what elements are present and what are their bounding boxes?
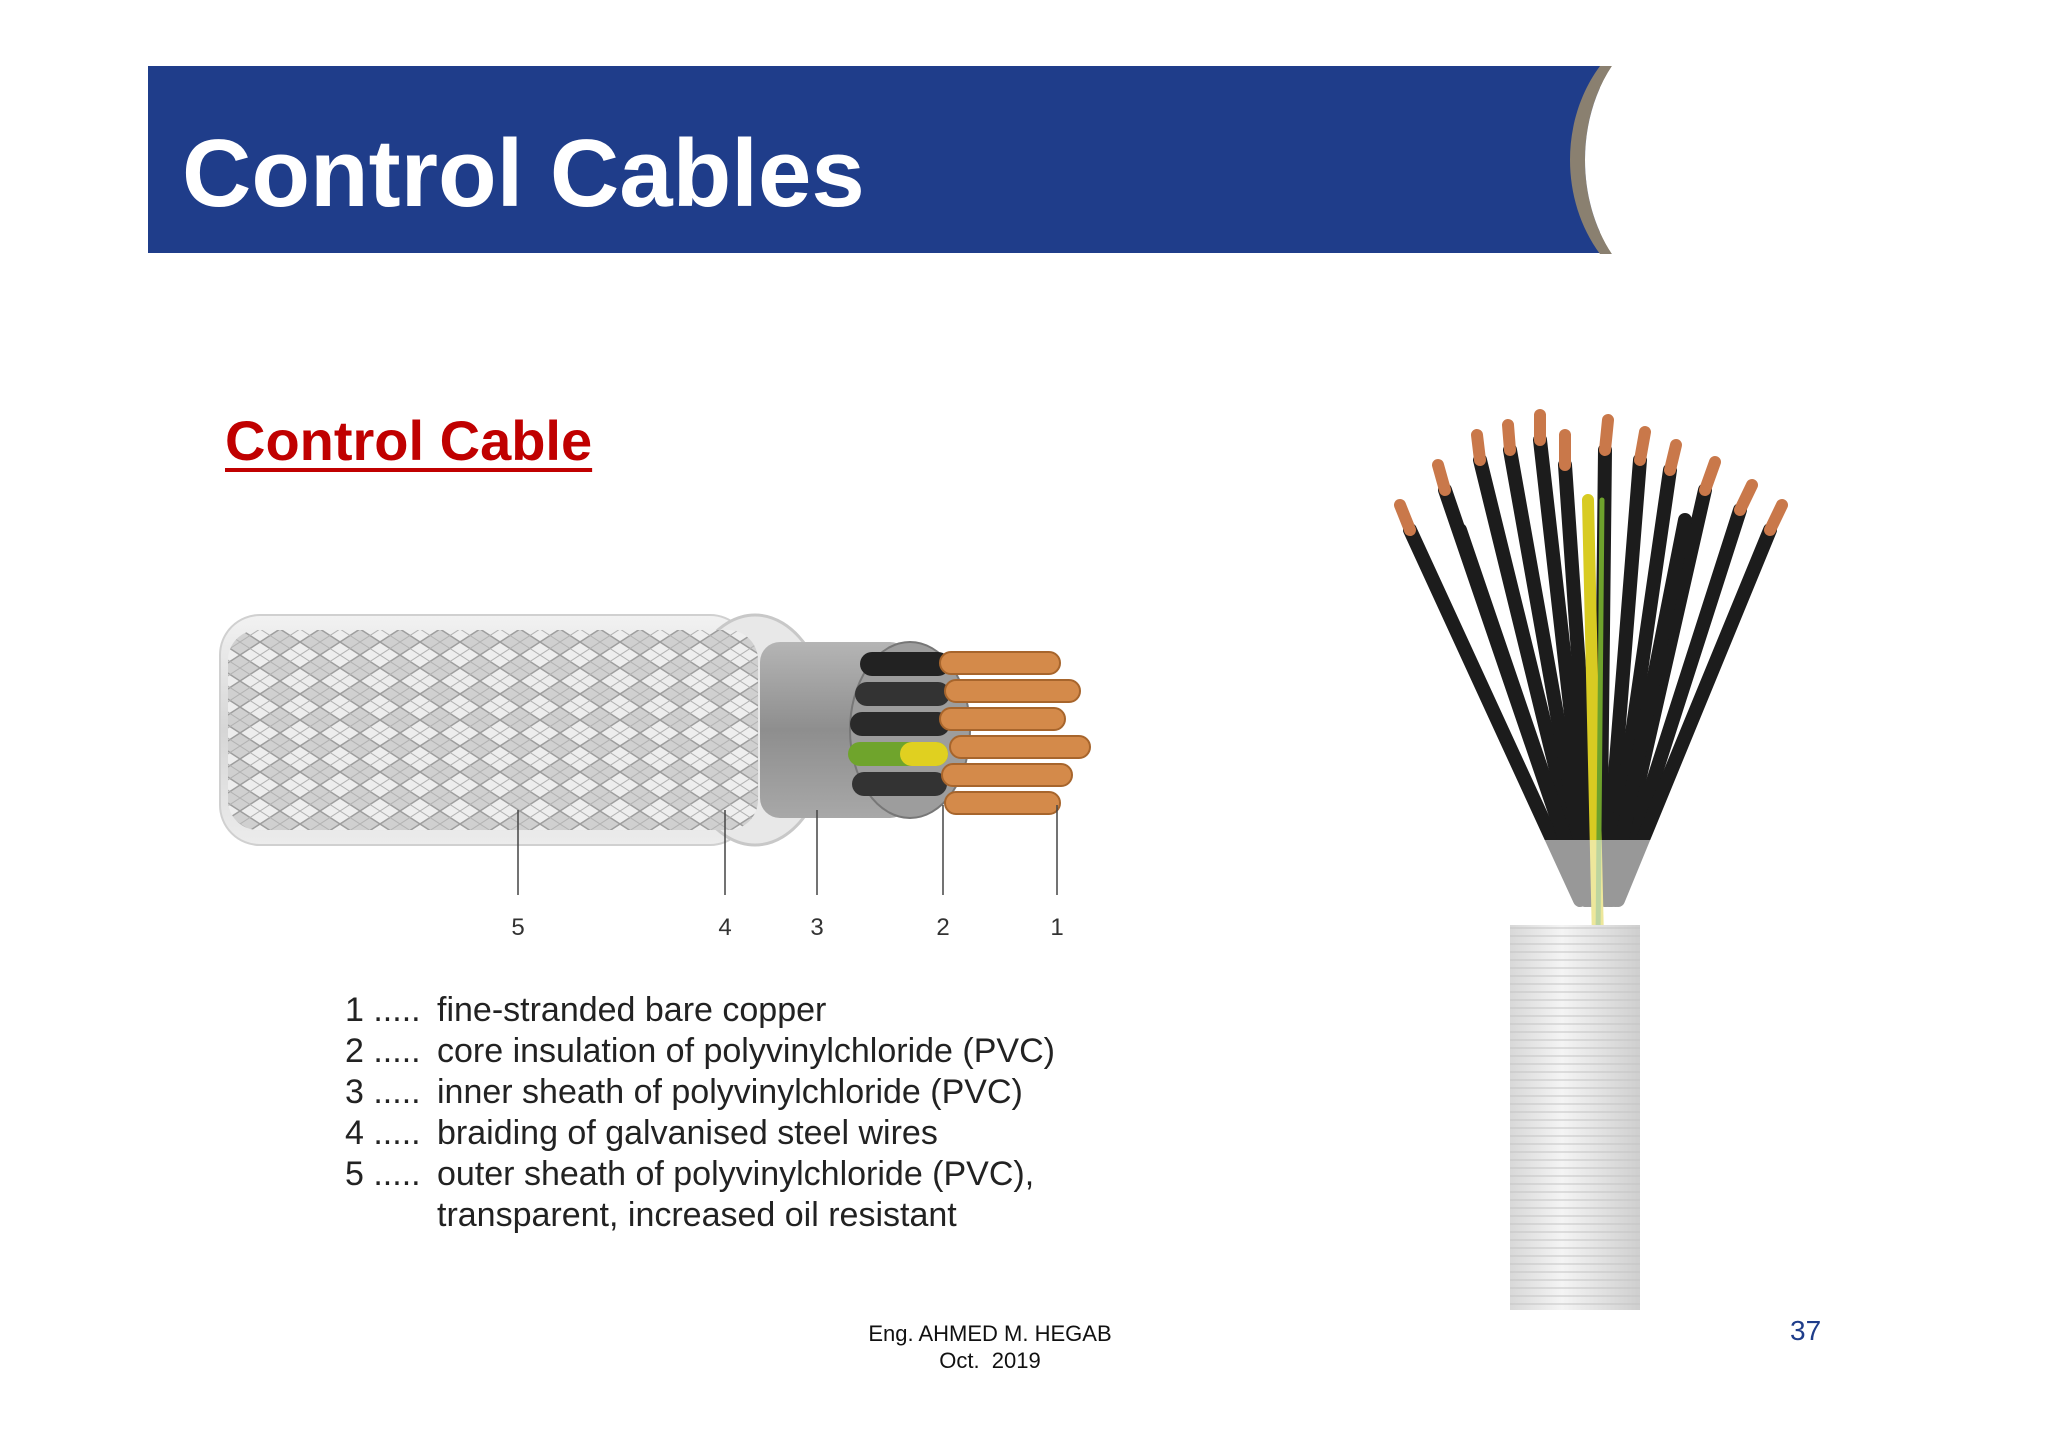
section-subtitle: Control Cable bbox=[225, 409, 593, 472]
legend-item: 2 ..... core insulation of polyvinylchlo… bbox=[345, 1031, 1145, 1072]
control-cable-photo bbox=[1394, 409, 1788, 1310]
title-swoosh-decoration bbox=[1570, 66, 1670, 254]
footer-date: Oct. 2019 bbox=[939, 1348, 1041, 1373]
legend-number: 2 ..... bbox=[345, 1032, 421, 1070]
slide-title: Control Cables bbox=[182, 120, 865, 227]
wire-bundle bbox=[1394, 409, 1788, 946]
legend-number: 1 ..... bbox=[345, 991, 421, 1029]
legend: 1 ..... fine-stranded bare copper 2 ....… bbox=[345, 990, 1145, 1236]
cable-cross-section-illustration: 5 4 3 2 1 bbox=[219, 613, 1091, 941]
legend-text: core insulation of polyvinylchloride (PV… bbox=[437, 1032, 1055, 1070]
copper-strands bbox=[939, 651, 1091, 815]
diagram-label-4: 4 bbox=[718, 914, 731, 941]
legend-text: outer sheath of polyvinylchloride (PVC), bbox=[437, 1155, 1035, 1193]
legend-number: 3 ..... bbox=[345, 1073, 421, 1111]
page-number: 37 bbox=[1790, 1315, 1822, 1346]
footer: Eng. AHMED M. HEGAB Oct. 2019 bbox=[790, 1320, 1190, 1374]
legend-number: 5 ..... bbox=[345, 1155, 421, 1193]
legend-item: 4 ..... braiding of galvanised steel wir… bbox=[345, 1113, 1145, 1154]
footer-author: Eng. AHMED M. HEGAB bbox=[868, 1321, 1112, 1346]
legend-item: 5 ..... outer sheath of polyvinylchlorid… bbox=[345, 1154, 1145, 1195]
legend-text: fine-stranded bare copper bbox=[437, 991, 827, 1029]
diagram-label-3: 3 bbox=[810, 914, 823, 941]
legend-item: 3 ..... inner sheath of polyvinylchlorid… bbox=[345, 1072, 1145, 1113]
diagram-label-2: 2 bbox=[936, 914, 949, 941]
legend-text: braiding of galvanised steel wires bbox=[437, 1114, 938, 1152]
core-insulation-group bbox=[848, 652, 950, 796]
legend-continuation: transparent, increased oil resistant bbox=[437, 1196, 957, 1234]
title-bar bbox=[148, 66, 1600, 253]
legend-number: 4 ..... bbox=[345, 1114, 421, 1152]
steel-braid bbox=[228, 630, 758, 830]
legend-item: 1 ..... fine-stranded bare copper bbox=[345, 990, 1145, 1031]
diagram-label-1: 1 bbox=[1050, 914, 1063, 941]
diagram-label-5: 5 bbox=[511, 914, 524, 941]
legend-text: inner sheath of polyvinylchloride (PVC) bbox=[437, 1073, 1023, 1111]
